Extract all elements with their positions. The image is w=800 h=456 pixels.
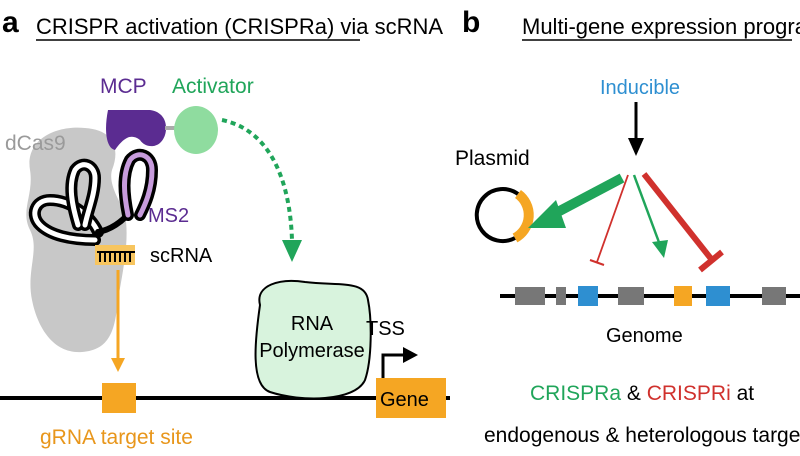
genome-gene-gray-1 <box>515 287 545 305</box>
red-thin-bar <box>589 259 605 266</box>
rna-polymerase <box>254 279 372 400</box>
inducible-label: Inducible <box>600 77 680 99</box>
green-thin-arrow <box>632 174 662 246</box>
grna-target-box <box>102 383 136 413</box>
red-thick-inhibit <box>641 172 715 262</box>
plasmid-insert <box>512 189 534 243</box>
genome-label: Genome <box>606 325 683 347</box>
activator-protein <box>174 106 218 154</box>
panel-b-title: Multi-gene expression programs <box>522 14 800 39</box>
amp-label: & <box>621 382 647 405</box>
crispri-label: CRISPRi <box>647 382 731 405</box>
mcp-protein <box>106 110 167 150</box>
rna-pol-label-1: RNA <box>291 313 334 335</box>
activator-recruit-arrow <box>221 118 294 241</box>
panel-a-title: CRISPR activation (CRISPRa) via scRNA <box>36 14 443 39</box>
plasmid-label: Plasmid <box>455 147 530 170</box>
genome-gene-blue-1 <box>578 286 598 306</box>
mcp-label: MCP <box>100 75 147 98</box>
genome-gene-gray-2 <box>556 287 566 305</box>
grna-target-label: gRNA target site <box>40 426 193 449</box>
crispra-label: CRISPRa <box>530 382 621 405</box>
genome-gene-gray-4 <box>762 287 786 305</box>
at-label: at <box>731 382 755 405</box>
ms2-label: MS2 <box>148 205 189 227</box>
green-thin-arrowhead <box>652 240 668 258</box>
plasmid-circle <box>474 187 520 244</box>
green-arrow-plasmid <box>549 173 625 220</box>
scrna-label: scRNA <box>150 245 213 267</box>
tss-arrowhead <box>403 347 418 363</box>
activator-arrowhead <box>282 240 302 262</box>
genome-gene-orange <box>674 286 692 306</box>
red-thick-bar <box>698 249 724 273</box>
tss-label: TSS <box>366 318 405 340</box>
inducible-arrowhead <box>628 138 644 156</box>
bottom-line-1: CRISPRa & CRISPRi at <box>530 382 754 405</box>
activator-label: Activator <box>172 75 254 98</box>
gene-label: Gene <box>380 389 429 411</box>
green-arrowhead-plasmid <box>528 200 566 228</box>
bottom-line-2: endogenous & heterologous targets <box>484 424 800 447</box>
grna-teeth <box>97 251 135 262</box>
genome-gene-blue-2 <box>706 286 730 306</box>
panel-a-letter: a <box>2 6 19 39</box>
rna-pol-label-2: Polymerase <box>259 340 365 362</box>
ms2-hairpin <box>122 152 155 218</box>
target-arrowhead <box>111 358 125 372</box>
genome-gene-gray-3 <box>618 287 644 305</box>
panel-b-letter: b <box>462 6 480 39</box>
dcas9-label: dCas9 <box>5 132 66 155</box>
gene-box <box>376 378 446 418</box>
red-thin-inhibit <box>596 174 629 263</box>
